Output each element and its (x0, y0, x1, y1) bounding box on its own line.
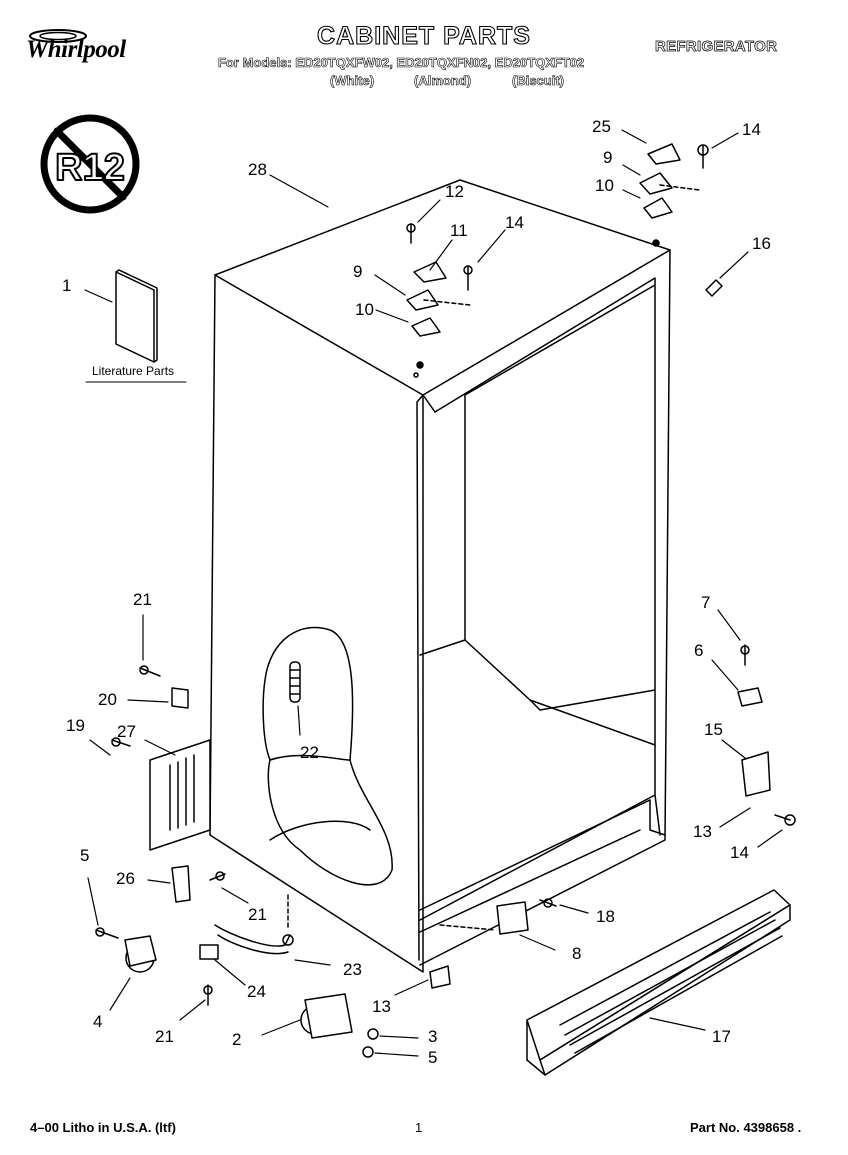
callout-11: 11 (450, 221, 468, 240)
callout-14-center: 14 (505, 213, 524, 232)
right-side-parts (737, 644, 796, 826)
callout-10-top-right: 10 (595, 176, 614, 195)
center-hinge-parts (406, 223, 473, 378)
color-almond: (Almond) (414, 73, 472, 89)
callout-leaders (84, 129, 783, 1057)
callout-21-bottom: 21 (155, 1027, 174, 1046)
literature-parts-label: Literature Parts (92, 364, 175, 378)
callout-14-top-right: 14 (742, 120, 761, 139)
callout-16: 16 (752, 234, 771, 253)
callout-2: 2 (232, 1030, 242, 1049)
callout-5-left: 5 (80, 846, 90, 865)
left-back-parts (111, 665, 226, 903)
litho-note: 4–00 Litho in U.S.A. (ltf) (30, 1120, 176, 1135)
model-list: For Models: ED20TQXFW02, ED20TQXFN02, ED… (218, 55, 585, 71)
front-grille-part (526, 889, 791, 1076)
literature-booklet-icon (85, 269, 187, 383)
no-r12-badge-icon: R12 (40, 114, 140, 214)
callout-12: 12 (445, 182, 464, 201)
callout-27: 27 (117, 722, 136, 741)
page-title: CABINET PARTS (316, 21, 531, 50)
callout-18: 18 (596, 907, 615, 926)
callout-19: 19 (66, 716, 85, 735)
page-number: 1 (415, 1120, 423, 1135)
callout-5-bottom: 5 (428, 1048, 438, 1067)
callout-13-right: 13 (693, 822, 712, 841)
callout-21-center: 21 (248, 905, 267, 924)
callout-3: 3 (428, 1027, 438, 1046)
callout-8: 8 (572, 944, 582, 963)
callout-7: 7 (701, 593, 711, 612)
logo-swirl-icon (29, 29, 87, 43)
callout-25: 25 (592, 117, 611, 136)
bottom-parts (95, 894, 557, 1058)
callout-9-center: 9 (353, 262, 363, 281)
color-biscuit: (Biscuit) (512, 73, 565, 89)
callout-14-right: 14 (730, 843, 749, 862)
callout-4: 4 (93, 1012, 103, 1031)
callout-26: 26 (116, 869, 135, 888)
right-hinge-parts (639, 143, 723, 297)
part-number: Part No. 4398658 . (690, 1120, 802, 1135)
callout-13-bottom: 13 (372, 997, 391, 1016)
callout-10-center: 10 (355, 300, 374, 319)
callout-9-top-right: 9 (603, 148, 613, 167)
color-white: (White) (330, 73, 375, 89)
cabinet-body (209, 179, 671, 973)
callout-24: 24 (247, 982, 266, 1001)
callout-21-left-upper: 21 (133, 590, 152, 609)
drain-tube-part (289, 661, 301, 703)
callout-23: 23 (343, 960, 362, 979)
callout-15: 15 (704, 720, 723, 739)
whirlpool-logo: Whirlpool (26, 29, 126, 64)
callout-28: 28 (248, 160, 267, 179)
callout-22: 22 (300, 743, 319, 762)
r12-label: R12 (55, 147, 125, 189)
page-subtitle: REFRIGERATOR (655, 38, 778, 56)
callout-6: 6 (694, 641, 704, 660)
callout-20: 20 (98, 690, 117, 709)
callout-1: 1 (62, 276, 72, 295)
callout-17: 17 (712, 1027, 731, 1046)
